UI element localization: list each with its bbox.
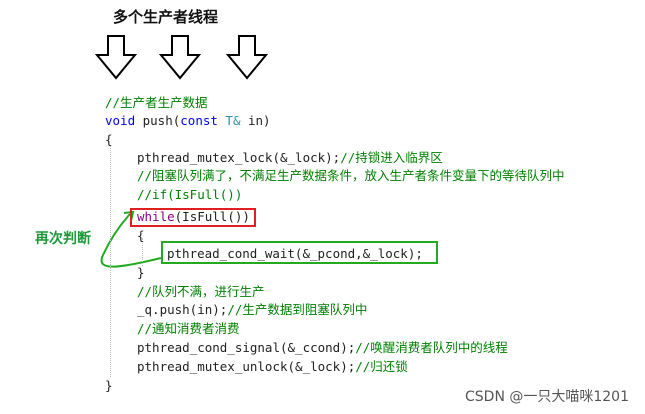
signal-line: pthread_cond_signal(&_ccond);//唤醒消费者队列中的… [137,339,508,356]
kw-void: void [105,113,136,128]
lock-line: pthread_mutex_lock(&_lock);//持锁进入临界区 [137,149,443,166]
while-line: while(IsFull()) [137,208,250,225]
notify-comment: //通知消费者消费 [137,321,240,336]
indent-guide [142,238,143,266]
watermark: CSDN @一只大喵咪1201 [465,389,629,405]
unlock-line: pthread_mutex_unlock(&_lock);//归还锁 [137,358,408,375]
down-arrow-icon [158,35,202,80]
kw-const: const [180,113,218,128]
push-line: _q.push(in);//生产数据到阻塞队列中 [137,301,367,318]
unlock-call: pthread_mutex_unlock(&_lock); [137,359,356,374]
down-arrow-icon [94,35,138,80]
lock-comment: //持锁进入临界区 [340,150,443,165]
push-call: _q.push(in); [137,302,228,317]
block-comment: //阻塞队列满了，不满足生产数据条件，放入生产者条件变量下的等待队列中 [137,168,565,183]
diagram-title: 多个生产者线程 [113,8,219,26]
signal-call: pthread_cond_signal(&_ccond); [137,340,356,355]
down-arrow-icon [225,35,269,80]
inner-open-brace: { [137,228,145,243]
comment-header: //生产者生产数据 [105,95,208,110]
type-t: T& [217,113,241,128]
wait-highlight-box [161,241,438,264]
push-comment: //生产数据到阻塞队列中 [227,302,368,317]
while-highlight-box [130,208,256,227]
wait-call: pthread_cond_wait(&_pcond,&_lock); [167,246,423,261]
notfull-comment: //队列不满，进行生产 [137,284,265,299]
fn-name: push( [135,113,181,128]
inner-close-brace: } [137,265,145,280]
open-brace: { [105,132,113,147]
kw-while: while [137,209,175,224]
recheck-curve-arrow [100,213,162,268]
signal-comment: //唤醒消费者队列中的线程 [355,340,508,355]
close-brace: } [105,378,113,393]
lock-call: pthread_mutex_lock(&_lock); [137,150,341,165]
recheck-label: 再次判断 [35,231,91,247]
while-condition: (IsFull()) [174,209,250,224]
param-in: in) [240,113,271,128]
function-signature: void push(const T& in) [105,112,271,129]
indent-guide [110,145,111,377]
unlock-comment: //归还锁 [355,359,408,374]
if-comment: //if(IsFull()) [137,187,243,202]
